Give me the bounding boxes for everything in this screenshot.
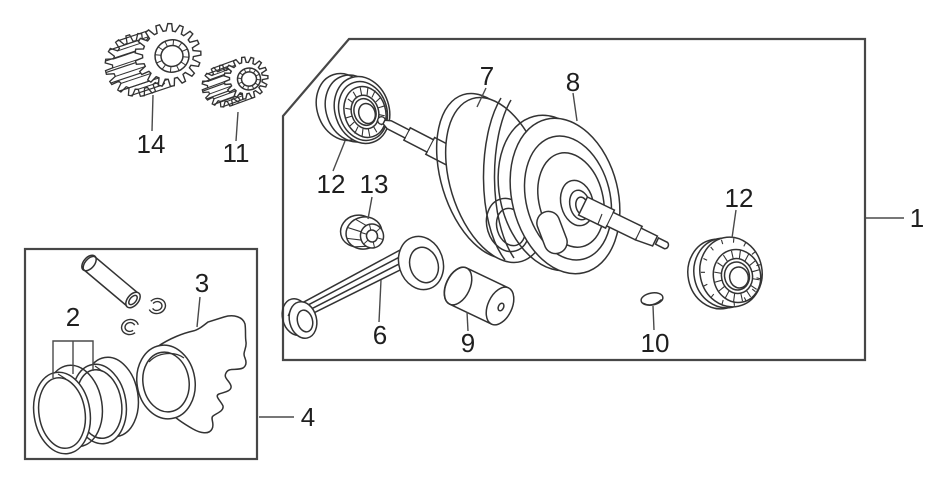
frames [23, 37, 867, 461]
crankshaft-right-stub [577, 195, 670, 250]
callout-6: 6 [372, 320, 388, 350]
crank-pin-end [536, 210, 568, 255]
gear-large [104, 22, 202, 98]
needle-bearing-cage [339, 214, 385, 250]
crank-pin [443, 266, 515, 326]
callout-11: 11 [222, 138, 250, 168]
callout-2: 2 [65, 302, 81, 332]
piston-kit-outline [23, 247, 259, 461]
assembly-outline [281, 37, 867, 362]
ball-bearing-right [687, 236, 763, 310]
callout-13: 13 [359, 169, 389, 199]
callout-7: 7 [479, 61, 495, 91]
callout-8: 8 [565, 67, 581, 97]
callout-12-left: 12 [316, 169, 346, 199]
flywheel-right [497, 114, 621, 275]
connecting-rod [281, 235, 445, 339]
callout-4: 4 [300, 402, 316, 432]
callout-14: 14 [136, 129, 166, 159]
callout-3: 3 [194, 268, 210, 298]
callout-10: 10 [640, 328, 670, 358]
ball-bearing-left [315, 72, 391, 145]
piston-rings [32, 356, 140, 455]
piston-pin [81, 254, 141, 309]
gear-small [201, 56, 269, 108]
piston [136, 315, 247, 434]
leader-lines [52, 87, 904, 418]
callout-1: 1 [909, 203, 925, 233]
circlips [120, 297, 167, 336]
woodruff-key [640, 292, 664, 306]
callout-12-right: 12 [724, 183, 754, 213]
callout-9: 9 [460, 328, 476, 358]
